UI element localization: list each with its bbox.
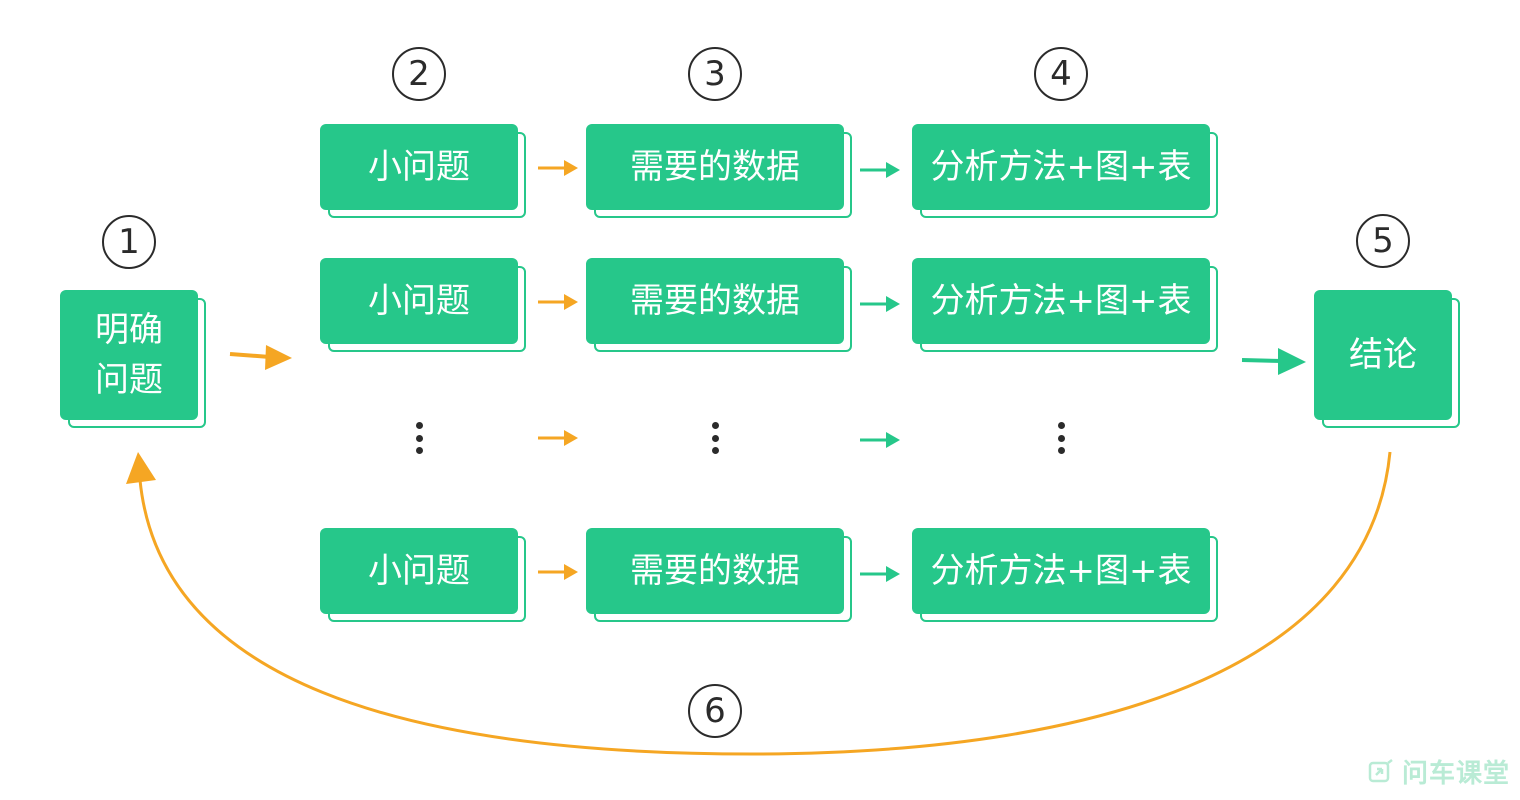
step-5-number: 5 — [1372, 221, 1394, 261]
watermark: 问车课堂 — [1368, 753, 1510, 790]
step-2-badge: 2 — [392, 47, 446, 101]
method-label: 分析方法+图+表 — [930, 147, 1192, 187]
arrow-question-to-data-ellipsis — [538, 430, 578, 446]
step-6-number: 6 — [704, 691, 726, 731]
arrow-question-to-data-row1 — [538, 160, 578, 176]
question-box-row1: 小问题 — [320, 124, 526, 218]
data-label: 需要的数据 — [630, 281, 800, 321]
data-box-row3: 需要的数据 — [586, 528, 852, 622]
data-box-row2: 需要的数据 — [586, 258, 852, 352]
question-box-row3: 小问题 — [320, 528, 526, 622]
arrow-start-to-questions — [229, 345, 292, 370]
arrow-feedback-loop — [126, 451, 1392, 756]
step-4-badge: 4 — [1034, 47, 1088, 101]
step-4-number: 4 — [1050, 54, 1072, 94]
method-label: 分析方法+图+表 — [930, 281, 1192, 321]
step-1-badge: 1 — [102, 215, 156, 269]
data-box-row1: 需要的数据 — [586, 124, 852, 218]
watermark-logo-icon — [1368, 758, 1393, 782]
arrow-question-to-data-row2 — [538, 294, 578, 310]
watermark-text: 问车课堂 — [1401, 759, 1510, 789]
step-2-number: 2 — [408, 54, 430, 94]
arrow-data-to-method-ellipsis — [860, 432, 900, 448]
conclusion-box-label: 结论 — [1349, 335, 1417, 375]
question-label: 小问题 — [368, 147, 470, 187]
step-1-number: 1 — [118, 222, 140, 262]
start-box-label: 明确问题 — [95, 310, 163, 400]
method-box-row3: 分析方法+图+表 — [912, 528, 1218, 622]
arrow-data-to-method-row3 — [860, 566, 900, 582]
question-box-row2: 小问题 — [320, 258, 526, 352]
data-label: 需要的数据 — [630, 147, 800, 187]
question-label: 小问题 — [368, 551, 470, 591]
step-6-badge: 6 — [688, 684, 742, 738]
question-label: 小问题 — [368, 281, 470, 321]
ellipsis-method-column — [1058, 422, 1066, 454]
step-5-badge: 5 — [1356, 214, 1410, 268]
arrow-methods-to-conclusion — [1241, 348, 1306, 375]
ellipsis-question-column — [416, 422, 424, 454]
method-box-row2: 分析方法+图+表 — [912, 258, 1218, 352]
arrow-data-to-method-row1 — [860, 162, 900, 178]
method-label: 分析方法+图+表 — [930, 551, 1192, 591]
ellipsis-data-column — [712, 422, 720, 454]
step-3-number: 3 — [704, 54, 726, 94]
start-box: 明确问题 — [60, 290, 206, 428]
step-3-badge: 3 — [688, 47, 742, 101]
data-label: 需要的数据 — [630, 551, 800, 591]
method-box-row1: 分析方法+图+表 — [912, 124, 1218, 218]
conclusion-box: 结论 — [1314, 290, 1460, 428]
arrow-question-to-data-row3 — [538, 564, 578, 580]
arrow-data-to-method-row2 — [860, 296, 900, 312]
